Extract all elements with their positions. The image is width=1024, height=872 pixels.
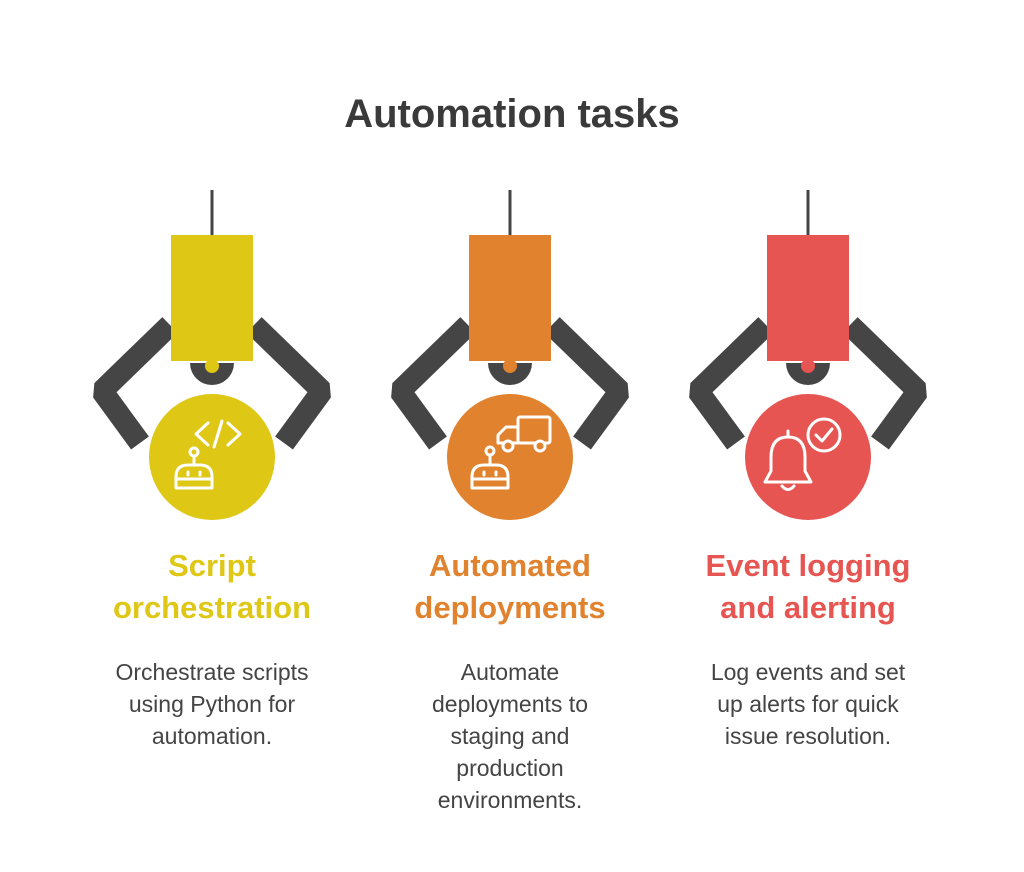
delivery-truck-icon	[496, 415, 552, 453]
heading-line: Event logging	[705, 548, 911, 583]
desc-line: environments.	[437, 787, 583, 813]
task-event-logging: Event logging and alerting Log events an…	[658, 0, 958, 872]
task-heading: Event logging and alerting	[658, 545, 958, 629]
task-heading: Automated deployments	[360, 545, 660, 629]
heading-line: Automated	[429, 548, 591, 583]
desc-line: using Python for	[128, 691, 296, 717]
desc-line: up alerts for quick	[717, 691, 899, 717]
task-automated-deployments: Automated deployments Automate deploymen…	[360, 0, 660, 872]
robot-icon	[470, 445, 510, 490]
desc-line: issue resolution.	[724, 723, 892, 749]
desc-line: Log events and set	[710, 659, 906, 685]
task-script-orchestration: Script orchestration Orchestrate scripts…	[62, 0, 362, 872]
check-circle-icon	[806, 417, 842, 453]
heading-line: Script	[168, 548, 256, 583]
desc-line: production	[456, 755, 564, 781]
task-description: Log events and set up alerts for quick i…	[658, 656, 958, 752]
robotic-claw	[93, 190, 331, 520]
heading-line: and alerting	[720, 590, 896, 625]
robotic-claw	[391, 190, 629, 520]
heading-line: deployments	[414, 590, 606, 625]
bell-icon	[763, 429, 813, 491]
robot-icon	[174, 446, 214, 490]
heading-line: orchestration	[112, 590, 312, 625]
page-title: Automation tasks	[344, 92, 680, 136]
desc-line: Automate	[460, 659, 560, 685]
robotic-claw	[689, 190, 927, 520]
task-description: Automate deployments to staging and prod…	[360, 656, 660, 816]
code-icon	[194, 419, 242, 449]
desc-line: deployments to	[432, 691, 588, 717]
desc-line: automation.	[151, 723, 273, 749]
desc-line: Orchestrate scripts	[115, 659, 309, 685]
task-description: Orchestrate scripts using Python for aut…	[62, 656, 362, 752]
task-heading: Script orchestration	[62, 545, 362, 629]
desc-line: staging and	[450, 723, 570, 749]
